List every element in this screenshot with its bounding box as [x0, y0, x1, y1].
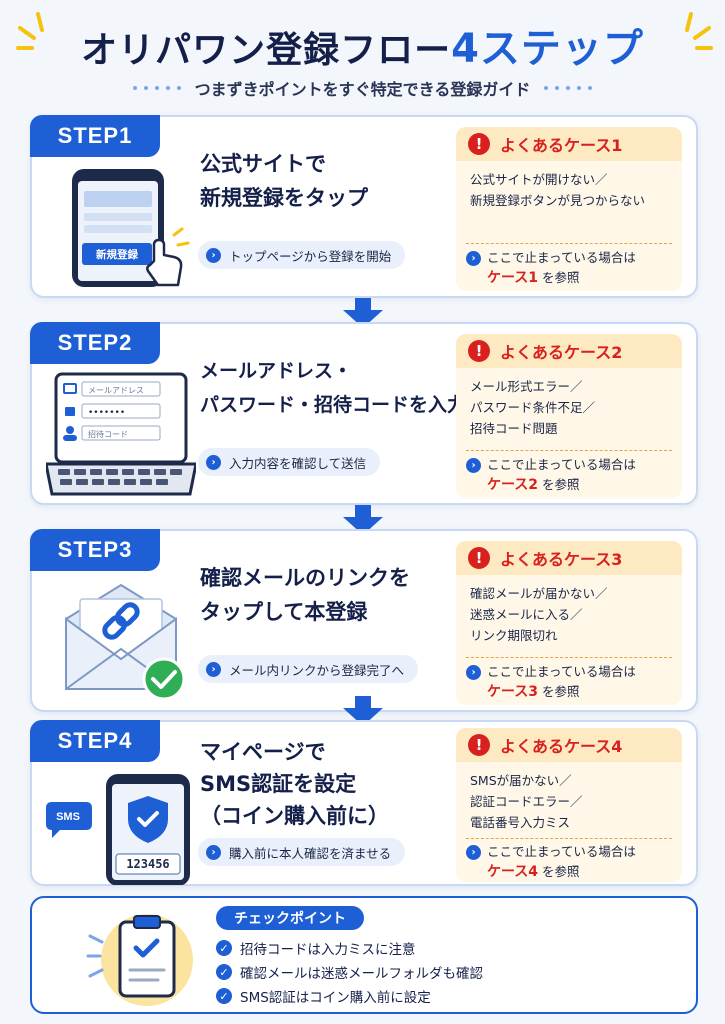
case-header: ! よくあるケース4 [456, 728, 682, 762]
chevron-right-icon: › [466, 665, 481, 680]
case-header: ! よくあるケース2 [456, 334, 682, 368]
step-hint: › メール内リンクから登録完了へ [198, 655, 419, 683]
case-description: SMSが届かない／ 認証コードエラー／ 電話番号入力ミス [470, 773, 583, 830]
sparkle-icon [16, 12, 44, 50]
common-case-box: ! よくあるケース2 メール形式エラー／ パスワード条件不足／ 招待コード問題 … [456, 334, 682, 498]
invite-placeholder: 招待コード [88, 429, 128, 439]
page-title: オリパワン登録フロー4ステップ [0, 16, 725, 74]
smartphone-sms-illustration: 123456 SMS [46, 774, 190, 885]
exclamation-icon: ! [468, 340, 490, 362]
case-description: 確認メールが届かない／ 迷惑メールに入る／ リンク期限切れ [470, 586, 608, 643]
case-description: メール形式エラー／ パスワード条件不足／ 招待コード問題 [470, 379, 596, 436]
step-card-4: STEP4 123456 SMS マイページで SMS認証を設定 （コイン購入前… [30, 720, 698, 886]
case-description: 公式サイトが開けない／ 新規登録ボタンが見つからない [470, 172, 646, 208]
check-icon: ✓ [216, 964, 232, 980]
chevron-right-icon: › [466, 251, 481, 266]
checkpoint-title: チェックポイント [216, 906, 364, 930]
checkpoint-box: チェックポイント ✓ 招待コードは入力ミスに注意 ✓ 確認メールは迷惑メールフォ… [30, 896, 698, 1014]
arrow-down-icon [343, 505, 383, 535]
divider [466, 450, 672, 451]
smartphone-tap-illustration: 新規登録 [72, 169, 190, 287]
exclamation-icon: ! [468, 133, 490, 155]
password-mask: ••••••• [88, 408, 125, 418]
step-badge: STEP1 [30, 115, 160, 157]
step-badge: STEP3 [30, 529, 160, 571]
chevron-right-icon: › [466, 458, 481, 473]
common-case-box: ! よくあるケース3 確認メールが届かない／ 迷惑メールに入る／ リンク期限切れ… [456, 541, 682, 705]
case-reference: › ここで止まっている場合は ケース4 を参照 [466, 842, 636, 882]
page-subtitle: つまずきポイントをすぐ特定できる登録ガイド [194, 80, 531, 99]
case-header: ! よくあるケース1 [456, 127, 682, 161]
laptop-form-illustration: メールアドレス ••••••• 招待コード [46, 372, 196, 496]
decor-dots [544, 86, 593, 90]
check-icon: ✓ [216, 940, 232, 956]
case-header: ! よくあるケース3 [456, 541, 682, 575]
step-card-2: STEP2 メールアドレス ••••••• 招待コード メールアドレス・ パスワ… [30, 322, 698, 505]
email-placeholder: メールアドレス [88, 386, 144, 395]
register-button-label: 新規登録 [96, 248, 138, 261]
arrow-down-icon [343, 298, 383, 328]
checkpoint-item: ✓ SMS認証はコイン購入前に設定 [216, 984, 483, 1008]
sms-code: 123456 [126, 857, 169, 871]
exclamation-icon: ! [468, 734, 490, 756]
checkpoint-item: ✓ 招待コードは入力ミスに注意 [216, 936, 483, 960]
step-hint: › トップページから登録を開始 [198, 241, 406, 269]
check-icon: ✓ [216, 988, 232, 1004]
step-hint: › 購入前に本人確認を済ませる [198, 838, 406, 866]
clipboard-check-illustration [86, 914, 193, 1006]
chevron-right-icon: › [206, 844, 221, 860]
common-case-box: ! よくあるケース1 公式サイトが開けない／ 新規登録ボタンが見つからない › … [456, 127, 682, 291]
sms-label: SMS [56, 811, 80, 823]
divider [466, 657, 672, 658]
divider [466, 243, 672, 244]
subtitle-row: つまずきポイントをすぐ特定できる登録ガイド [0, 74, 725, 102]
step-hint: › 入力内容を確認して送信 [198, 448, 381, 476]
step-card-1: STEP1 新規登録 公式サイトで 新規登録をタップ › トップページから登録を… [30, 115, 698, 298]
chevron-right-icon: › [466, 845, 481, 860]
title-main: オリパワン登録フロー [81, 30, 452, 71]
checkpoint-item: ✓ 確認メールは迷惑メールフォルダも確認 [216, 960, 483, 984]
email-link-illustration [65, 583, 186, 701]
chevron-right-icon: › [206, 247, 221, 263]
sparkle-icon [685, 12, 713, 50]
chevron-right-icon: › [206, 454, 221, 470]
divider [466, 838, 672, 839]
link-icon [102, 602, 140, 640]
decor-dots [132, 86, 181, 90]
step-card-3: STEP3 確認メールのリンクを タップして本登録 › メール内リンクから登録完… [30, 529, 698, 712]
checkpoint-list: ✓ 招待コードは入力ミスに注意 ✓ 確認メールは迷惑メールフォルダも確認 ✓ S… [216, 936, 483, 1008]
arrow-down-icon [343, 696, 383, 726]
case-reference: › ここで止まっている場合は ケース3 を参照 [466, 662, 636, 702]
common-case-box: ! よくあるケース4 SMSが届かない／ 認証コードエラー／ 電話番号入力ミス … [456, 728, 682, 882]
case-reference: › ここで止まっている場合は ケース1 を参照 [466, 248, 636, 288]
step-heading: マイページで SMS認証を設定 （コイン購入前に） [200, 740, 389, 828]
step-heading: 確認メールのリンクを タップして本登録 [200, 566, 410, 624]
title-accent: 4ステップ [451, 26, 644, 72]
step-badge: STEP4 [30, 720, 160, 762]
exclamation-icon: ! [468, 547, 490, 569]
step-heading: 公式サイトで 新規登録をタップ [200, 152, 368, 210]
case-reference: › ここで止まっている場合は ケース2 を参照 [466, 455, 636, 495]
step-badge: STEP2 [30, 322, 160, 364]
chevron-right-icon: › [206, 661, 221, 677]
step-heading: メールアドレス・ パスワード・招待コードを入力 [200, 360, 467, 416]
